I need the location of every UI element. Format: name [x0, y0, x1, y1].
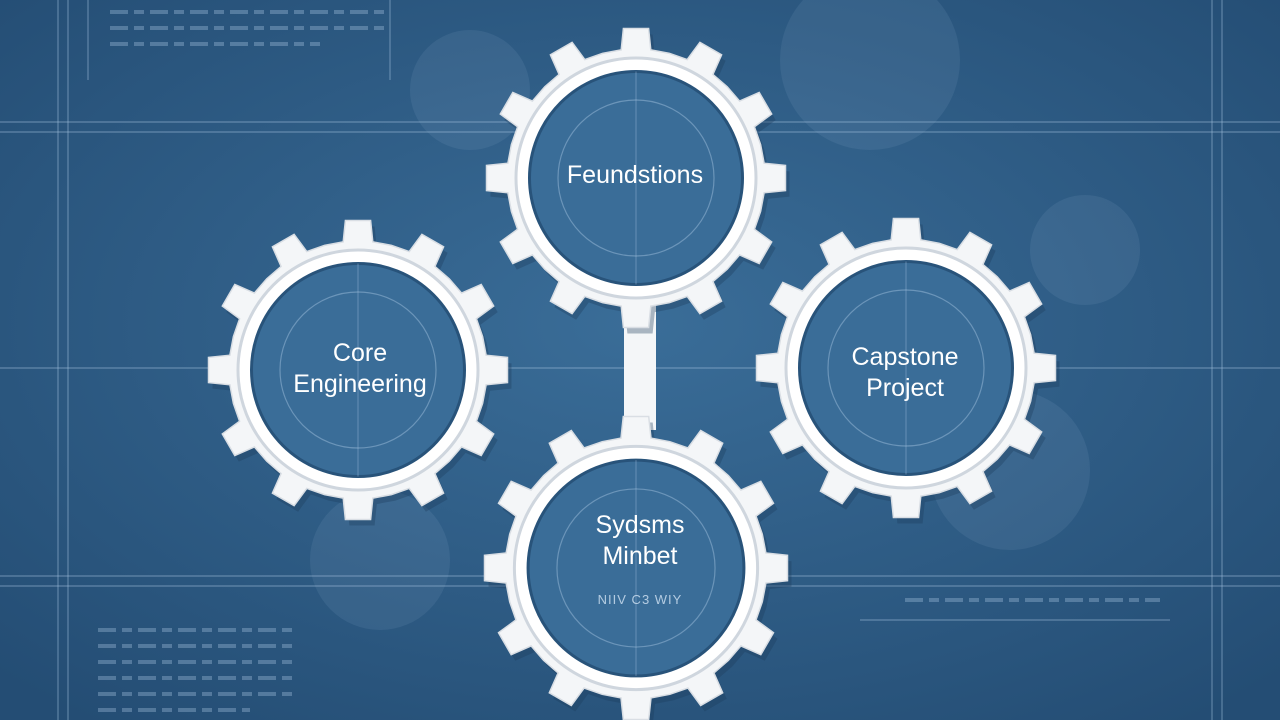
caption-systems-mindset: NIIV C3 WIY [597, 592, 683, 607]
gear-foundations [485, 27, 790, 334]
gear-inner-circle [250, 262, 466, 478]
gear-guide-circle [556, 488, 716, 648]
gear-guide-circle [279, 291, 437, 449]
background-text-lines [98, 10, 1160, 712]
gear-inner-circle [526, 458, 746, 678]
gear-inner-circle [798, 260, 1014, 476]
gear-inner-circle [528, 70, 744, 286]
gear-guide-circle [827, 289, 985, 447]
gear-systems-mindset [483, 415, 792, 720]
gear-capstone-project [755, 217, 1060, 524]
gear-core-engineering [207, 219, 512, 526]
gear-guide-circle [557, 99, 715, 257]
background-gears [310, 0, 1140, 630]
